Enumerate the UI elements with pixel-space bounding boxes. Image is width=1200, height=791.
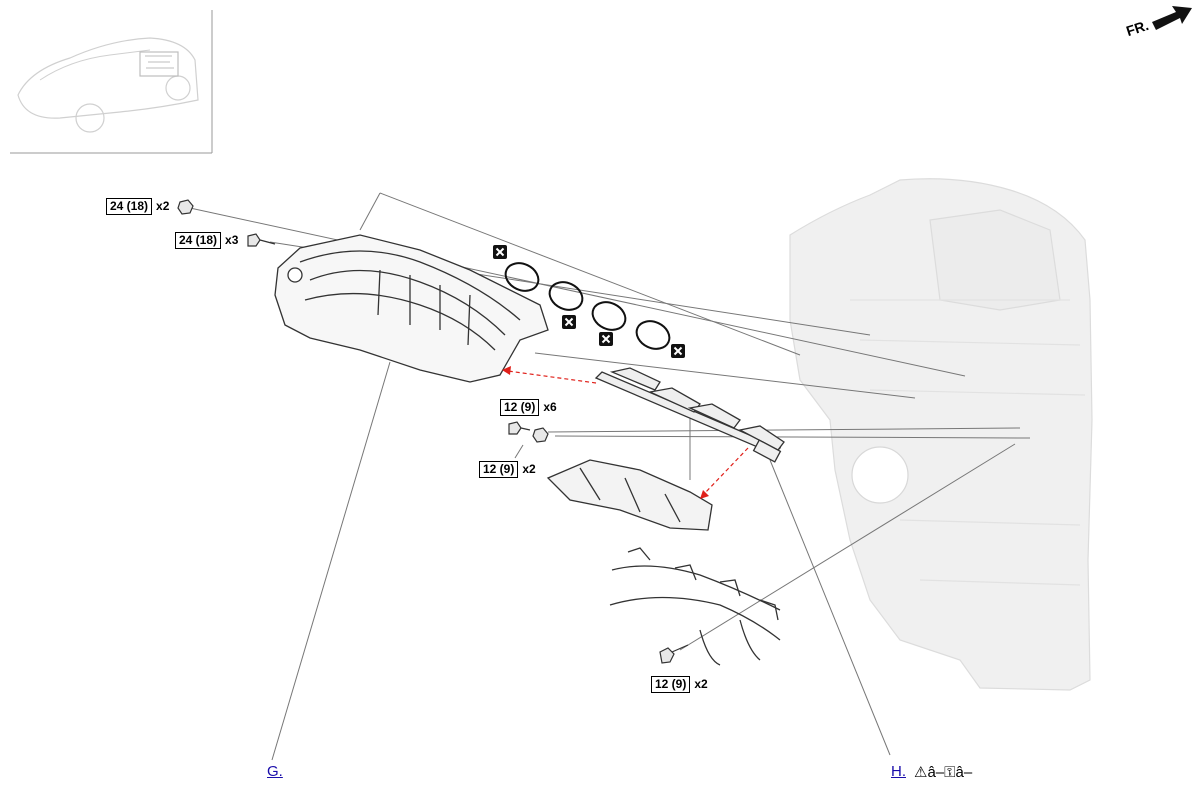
manifold-gaskets [504, 262, 671, 350]
torque-qty: x2 [522, 462, 536, 476]
installation-direction-arrows [502, 366, 749, 499]
torque-qty: x2 [156, 199, 170, 213]
intake-manifold [274, 234, 549, 383]
replace-part-icon [562, 315, 576, 329]
replace-part-icon [599, 332, 613, 346]
bolts [177, 199, 689, 664]
replace-part-icon [493, 245, 507, 259]
torque-callout: 12 (9)x2 [479, 461, 536, 478]
wire-harness [609, 547, 781, 666]
torque-callout: 24 (18)x2 [106, 198, 169, 215]
torque-value: 12 (9) [479, 461, 519, 478]
replace-part-icons [493, 245, 685, 358]
torque-value: 24 (18) [175, 232, 222, 249]
fuel-rail-injectors [594, 367, 785, 463]
torque-callout: 24 (18)x3 [175, 232, 238, 249]
torque-value: 12 (9) [500, 399, 540, 416]
front-direction-arrow-icon [1152, 6, 1192, 30]
reference-link-g[interactable]: G. [267, 763, 283, 780]
engine-ghost-outline [789, 178, 1093, 691]
reference-h-note: ⚠â–⚿â– [914, 764, 973, 781]
fuel-rail-cover [546, 459, 713, 531]
torque-value: 24 (18) [106, 198, 153, 215]
torque-qty: x3 [225, 233, 239, 247]
torque-callout: 12 (9)x6 [500, 399, 557, 416]
reference-link-h[interactable]: H. [891, 763, 906, 780]
torque-qty: x2 [694, 677, 708, 691]
torque-value: 12 (9) [651, 676, 691, 693]
replace-part-icon [671, 344, 685, 358]
vehicle-locator-inset [10, 10, 213, 154]
torque-callout: 12 (9)x2 [651, 676, 708, 693]
torque-qty: x6 [543, 400, 557, 414]
